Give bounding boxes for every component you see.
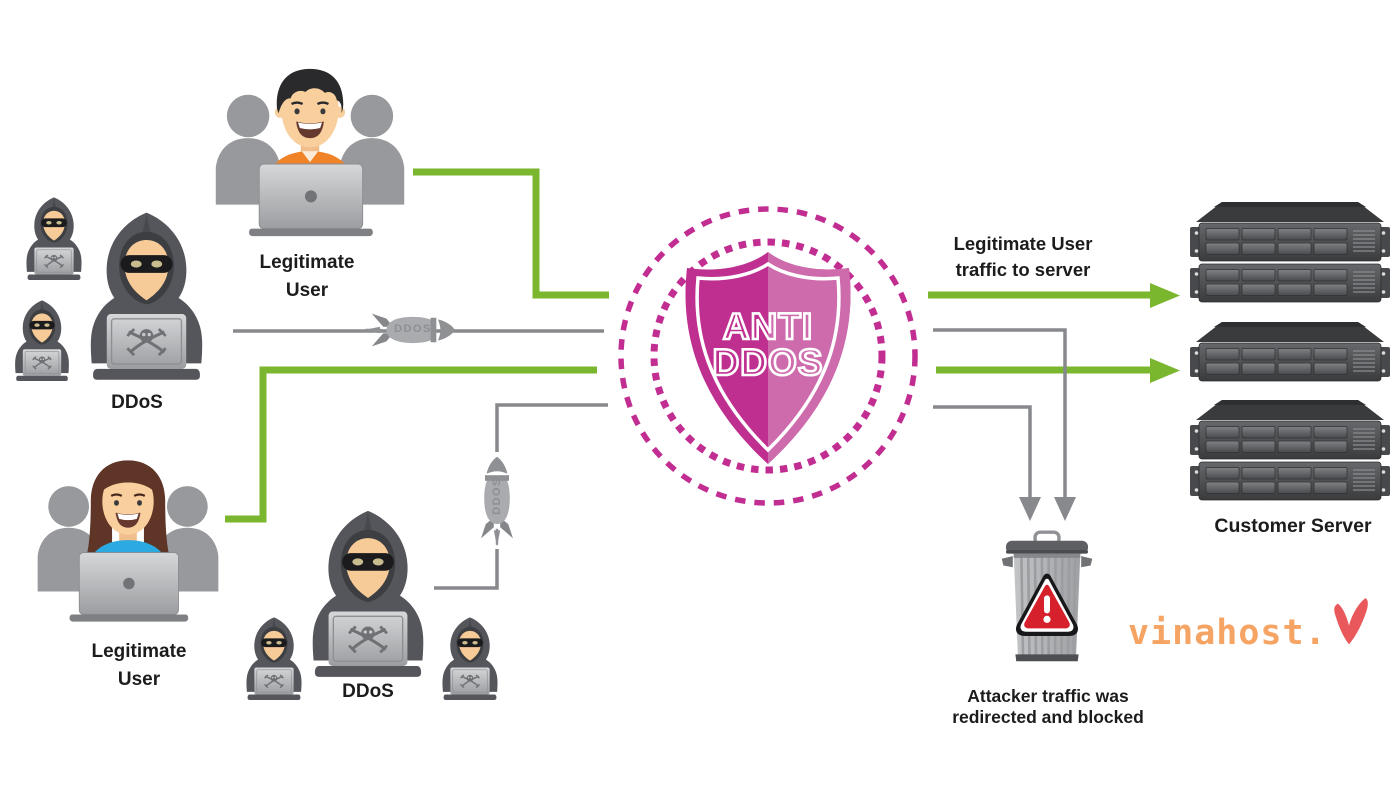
label-line: User: [285, 280, 329, 301]
label-line: Legitimate: [259, 252, 355, 273]
hacker-small-icon: [246, 617, 301, 700]
label-line: Legitimate User: [953, 233, 1093, 254]
green-arrow-to-server2-head: [1150, 358, 1180, 383]
legitimate-user-female-icon: [38, 460, 219, 621]
customer-server-label: Customer Server: [1214, 515, 1372, 537]
anti-ddos-shield-assembly: [618, 206, 918, 506]
rack-server-unit-icon: [1190, 264, 1390, 302]
rack-server-unit-icon: [1190, 343, 1390, 381]
label-line: User: [117, 669, 161, 690]
missile-horizontal-label: DDOS: [394, 323, 432, 335]
vinahost-v-mark-icon: [1334, 598, 1368, 644]
hacker-small-icon: [15, 300, 69, 381]
legitimate-user-male-icon: [216, 69, 404, 236]
trash-bin-warning-icon: [1002, 532, 1093, 661]
rack-server-top-icon: [1196, 322, 1384, 342]
hacker-small-icon: [442, 617, 497, 700]
legitimate-user-top-label: Legitimate User: [207, 249, 407, 305]
legitimate-user-bottom-label: Legitimate User: [39, 638, 239, 694]
anti-ddos-shield-icon: [685, 252, 851, 464]
green-arrow-to-server1-head: [1150, 283, 1180, 308]
dotted-ring-outer: [618, 206, 918, 506]
missile-vertical-label: DDOS: [491, 477, 503, 515]
rack-server-unit-icon: [1190, 421, 1390, 459]
dotted-ring-inner: [650, 238, 886, 474]
ddos-bottom-label: DDoS: [342, 681, 394, 702]
ddos-left-label: DDoS: [111, 392, 163, 413]
label-line: traffic to server: [955, 259, 1091, 280]
label-line: redirected and blocked: [952, 706, 1144, 727]
gray-connector-ddos-bottom: [434, 403, 608, 590]
label-line: Legitimate: [91, 641, 187, 662]
label-line: Attacker traffic was: [967, 686, 1129, 706]
rack-server-unit-icon: [1190, 223, 1390, 261]
label-line: ANTI: [722, 306, 814, 347]
anti-ddos-label: ANTI DDOS: [698, 306, 838, 383]
gray-connector-blocked-2: [933, 405, 1032, 499]
green-connector-top-user: [413, 168, 609, 299]
vinahost-logo-text: vinahost.: [1128, 613, 1327, 653]
rack-server-unit-icon: [1190, 462, 1390, 500]
hacker-main-left-icon: [91, 213, 202, 380]
rack-server-top-icon: [1196, 400, 1384, 420]
gray-connector-blocked-1: [933, 328, 1067, 499]
gray-arrow-blocked-1-head: [1054, 497, 1076, 521]
legitimate-traffic-label: Legitimate User traffic to server: [923, 231, 1123, 283]
hacker-main-bottom-icon: [313, 511, 424, 677]
green-connector-bottom-user: [225, 366, 597, 523]
label-line: DDOS: [711, 342, 824, 383]
rack-server-top-icon: [1196, 202, 1384, 222]
hacker-small-icon: [26, 197, 81, 280]
gray-arrow-blocked-2-head: [1019, 497, 1041, 521]
attacker-blocked-label: Attacker traffic was redirected and bloc…: [942, 686, 1154, 727]
